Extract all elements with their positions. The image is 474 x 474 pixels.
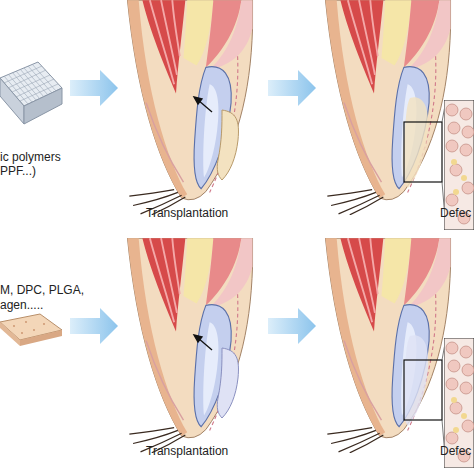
zoom-inset <box>403 335 474 468</box>
porous-scaffold <box>0 62 62 124</box>
text-label: PPF...) <box>0 164 36 178</box>
text-label: Transplantation <box>146 444 228 458</box>
text-label: M, DPC, PLGA, <box>0 283 84 297</box>
sheet-scaffold <box>0 314 62 346</box>
insertion-arrow <box>194 97 212 350</box>
text-label: Transplantation <box>146 206 228 220</box>
text-label: ic polymers <box>0 150 61 164</box>
graft-strip <box>217 110 238 180</box>
zoom-inset <box>403 97 474 230</box>
eyelid-section <box>325 0 450 215</box>
eyelid-section <box>127 238 252 453</box>
eyelid-section <box>127 0 252 215</box>
text-label: Defec <box>440 206 471 220</box>
text-label: agen..... <box>0 298 43 312</box>
graft-strip <box>217 348 238 418</box>
eyelid-section <box>325 238 450 453</box>
text-label: Defec <box>440 444 471 458</box>
